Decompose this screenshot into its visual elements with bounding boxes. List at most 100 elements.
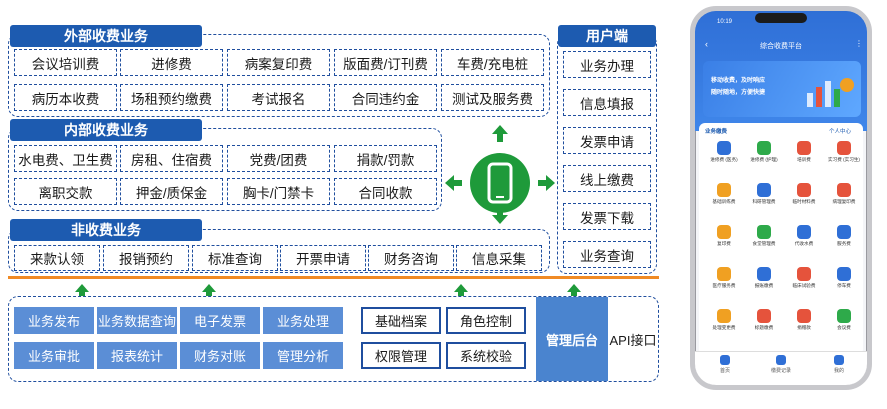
back-icon[interactable]: ‹: [705, 39, 708, 49]
internal-fee-item[interactable]: 房租、住宿费: [120, 145, 223, 172]
service-label: 代收水费: [794, 241, 814, 246]
service-icon: [717, 309, 731, 323]
user-side-item[interactable]: 信息填报: [563, 89, 651, 116]
mobile-phone-icon: [470, 153, 530, 213]
external-fee-title: 外部收费业务: [10, 25, 202, 47]
phone-service-item[interactable]: 捐赠款: [783, 309, 825, 331]
service-label: 临床试验费: [792, 283, 816, 288]
banner-line2: 随时随地，方便快捷: [711, 90, 766, 96]
service-label: 培训费: [797, 157, 811, 162]
internal-fee-item[interactable]: 合同收款: [334, 178, 437, 205]
phone-service-item[interactable]: 报账缴费: [743, 267, 785, 289]
phone-service-item[interactable]: 复印费: [703, 225, 745, 247]
phone-service-item[interactable]: 病理复印费: [823, 183, 865, 205]
external-fee-item[interactable]: 版面费/订刊费: [334, 49, 437, 76]
user-side-item[interactable]: 发票下载: [563, 203, 651, 230]
external-fee-item[interactable]: 会议培训费: [14, 49, 117, 76]
backend-function-item[interactable]: 管理分析: [263, 342, 343, 369]
phone-service-item[interactable]: 培训费: [783, 141, 825, 163]
management-backend-label: 管理后台: [545, 332, 598, 348]
external-fee-item[interactable]: 合同违约金: [334, 84, 437, 111]
api-interface-block: API接口: [608, 297, 658, 381]
user-side-item[interactable]: 线上缴费: [563, 165, 651, 192]
nonfee-item[interactable]: 报销预约: [103, 245, 189, 271]
phone-service-item[interactable]: 进修费 (护理): [743, 141, 785, 163]
records-icon: [776, 355, 786, 365]
backend-function-item[interactable]: 业务数据查询: [97, 307, 177, 334]
arrow-up-icon: [75, 284, 89, 300]
phone-service-item[interactable]: 实习费 (实习生): [823, 141, 865, 163]
phone-service-item[interactable]: 处理变更费: [703, 309, 745, 331]
backend-function-item[interactable]: 业务处理: [263, 307, 343, 334]
phone-service-item[interactable]: 停车费: [823, 267, 865, 289]
phone-notch: [755, 13, 807, 23]
nonfee-item[interactable]: 财务咨询: [368, 245, 454, 271]
user-side-item[interactable]: 业务办理: [563, 51, 651, 78]
external-fee-item[interactable]: 车费/充电桩: [441, 49, 544, 76]
phone-tab[interactable]: 我的: [817, 355, 861, 374]
service-icon: [797, 309, 811, 323]
phone-service-item[interactable]: 会议费: [823, 309, 865, 331]
service-icon: [797, 267, 811, 281]
internal-fee-item[interactable]: 押金/质保金: [120, 178, 223, 205]
phone-service-item[interactable]: 临时材料费: [783, 183, 825, 205]
service-icon: [837, 183, 851, 197]
phone-tab[interactable]: 缴费记录: [759, 355, 803, 374]
service-icon: [717, 183, 731, 197]
more-icon[interactable]: ⋮: [855, 39, 863, 48]
backend-system-item[interactable]: 权限管理: [361, 342, 441, 369]
service-icon: [717, 267, 731, 281]
service-icon: [797, 183, 811, 197]
backend-function-item[interactable]: 财务对账: [180, 342, 260, 369]
service-icon: [757, 267, 771, 281]
service-label: 医疗服务费: [712, 283, 736, 288]
nonfee-item[interactable]: 标准查询: [192, 245, 278, 271]
external-fee-item[interactable]: 病案复印费: [227, 49, 330, 76]
management-backend-block: 管理后台: [536, 297, 608, 381]
nonfee-item[interactable]: 开票申请: [280, 245, 366, 271]
nonfee-item[interactable]: 来款认领: [14, 245, 100, 271]
service-icon: [837, 267, 851, 281]
backend-function-item[interactable]: 报表统计: [97, 342, 177, 369]
service-icon: [757, 141, 771, 155]
user-side-item[interactable]: 发票申请: [563, 127, 651, 154]
phone-service-item[interactable]: 代收水费: [783, 225, 825, 247]
backend-system-item[interactable]: 角色控制: [446, 307, 526, 334]
backend-system-item[interactable]: 基础档案: [361, 307, 441, 334]
external-fee-item[interactable]: 进修费: [120, 49, 223, 76]
nonfee-item[interactable]: 信息采集: [456, 245, 542, 271]
phone-service-item[interactable]: 服务费: [823, 225, 865, 247]
internal-fee-item[interactable]: 水电费、卫生费: [14, 145, 117, 172]
user-side-item[interactable]: 业务查询: [563, 241, 651, 268]
service-label: 进修费 (医务): [710, 157, 738, 162]
backend-function-item[interactable]: 电子发票: [180, 307, 260, 334]
orange-divider: [8, 276, 659, 279]
internal-fee-item[interactable]: 离职交款: [14, 178, 117, 205]
service-label: 处理变更费: [712, 325, 736, 330]
external-fee-item[interactable]: 场租预约缴费: [120, 84, 223, 111]
phone-service-item[interactable]: 进修费 (医务): [703, 141, 745, 163]
backend-system-item[interactable]: 系统校验: [446, 342, 526, 369]
phone-service-item[interactable]: 标题缴费: [743, 309, 785, 331]
internal-fee-item[interactable]: 党费/团费: [227, 145, 330, 172]
phone-service-item[interactable]: 临床试验费: [783, 267, 825, 289]
phone-service-item[interactable]: 医疗服务费: [703, 267, 745, 289]
service-label: 临时材料费: [792, 199, 816, 204]
phone-service-item[interactable]: 基础训练费: [703, 183, 745, 205]
internal-fee-item[interactable]: 捐款/罚款: [334, 145, 437, 172]
service-icon: [797, 141, 811, 155]
personal-center-link[interactable]: 个人中心: [829, 129, 852, 135]
user-side-title: 用户端: [558, 25, 656, 47]
external-fee-item[interactable]: 病历本收费: [14, 84, 117, 111]
backend-function-item[interactable]: 业务审批: [14, 342, 94, 369]
phone-service-item[interactable]: 科研管理费: [743, 183, 785, 205]
service-icon: [757, 183, 771, 197]
external-fee-item[interactable]: 考试报名: [227, 84, 330, 111]
phone-tab[interactable]: 首页: [703, 355, 747, 374]
phone-service-item[interactable]: 食堂管理费: [743, 225, 785, 247]
internal-fee-item[interactable]: 胸卡/门禁卡: [227, 178, 330, 205]
service-label: 报账缴费: [754, 283, 774, 288]
backend-function-item[interactable]: 业务发布: [14, 307, 94, 334]
arrow-left-icon: [445, 175, 462, 191]
external-fee-item[interactable]: 测试及服务费: [441, 84, 544, 111]
